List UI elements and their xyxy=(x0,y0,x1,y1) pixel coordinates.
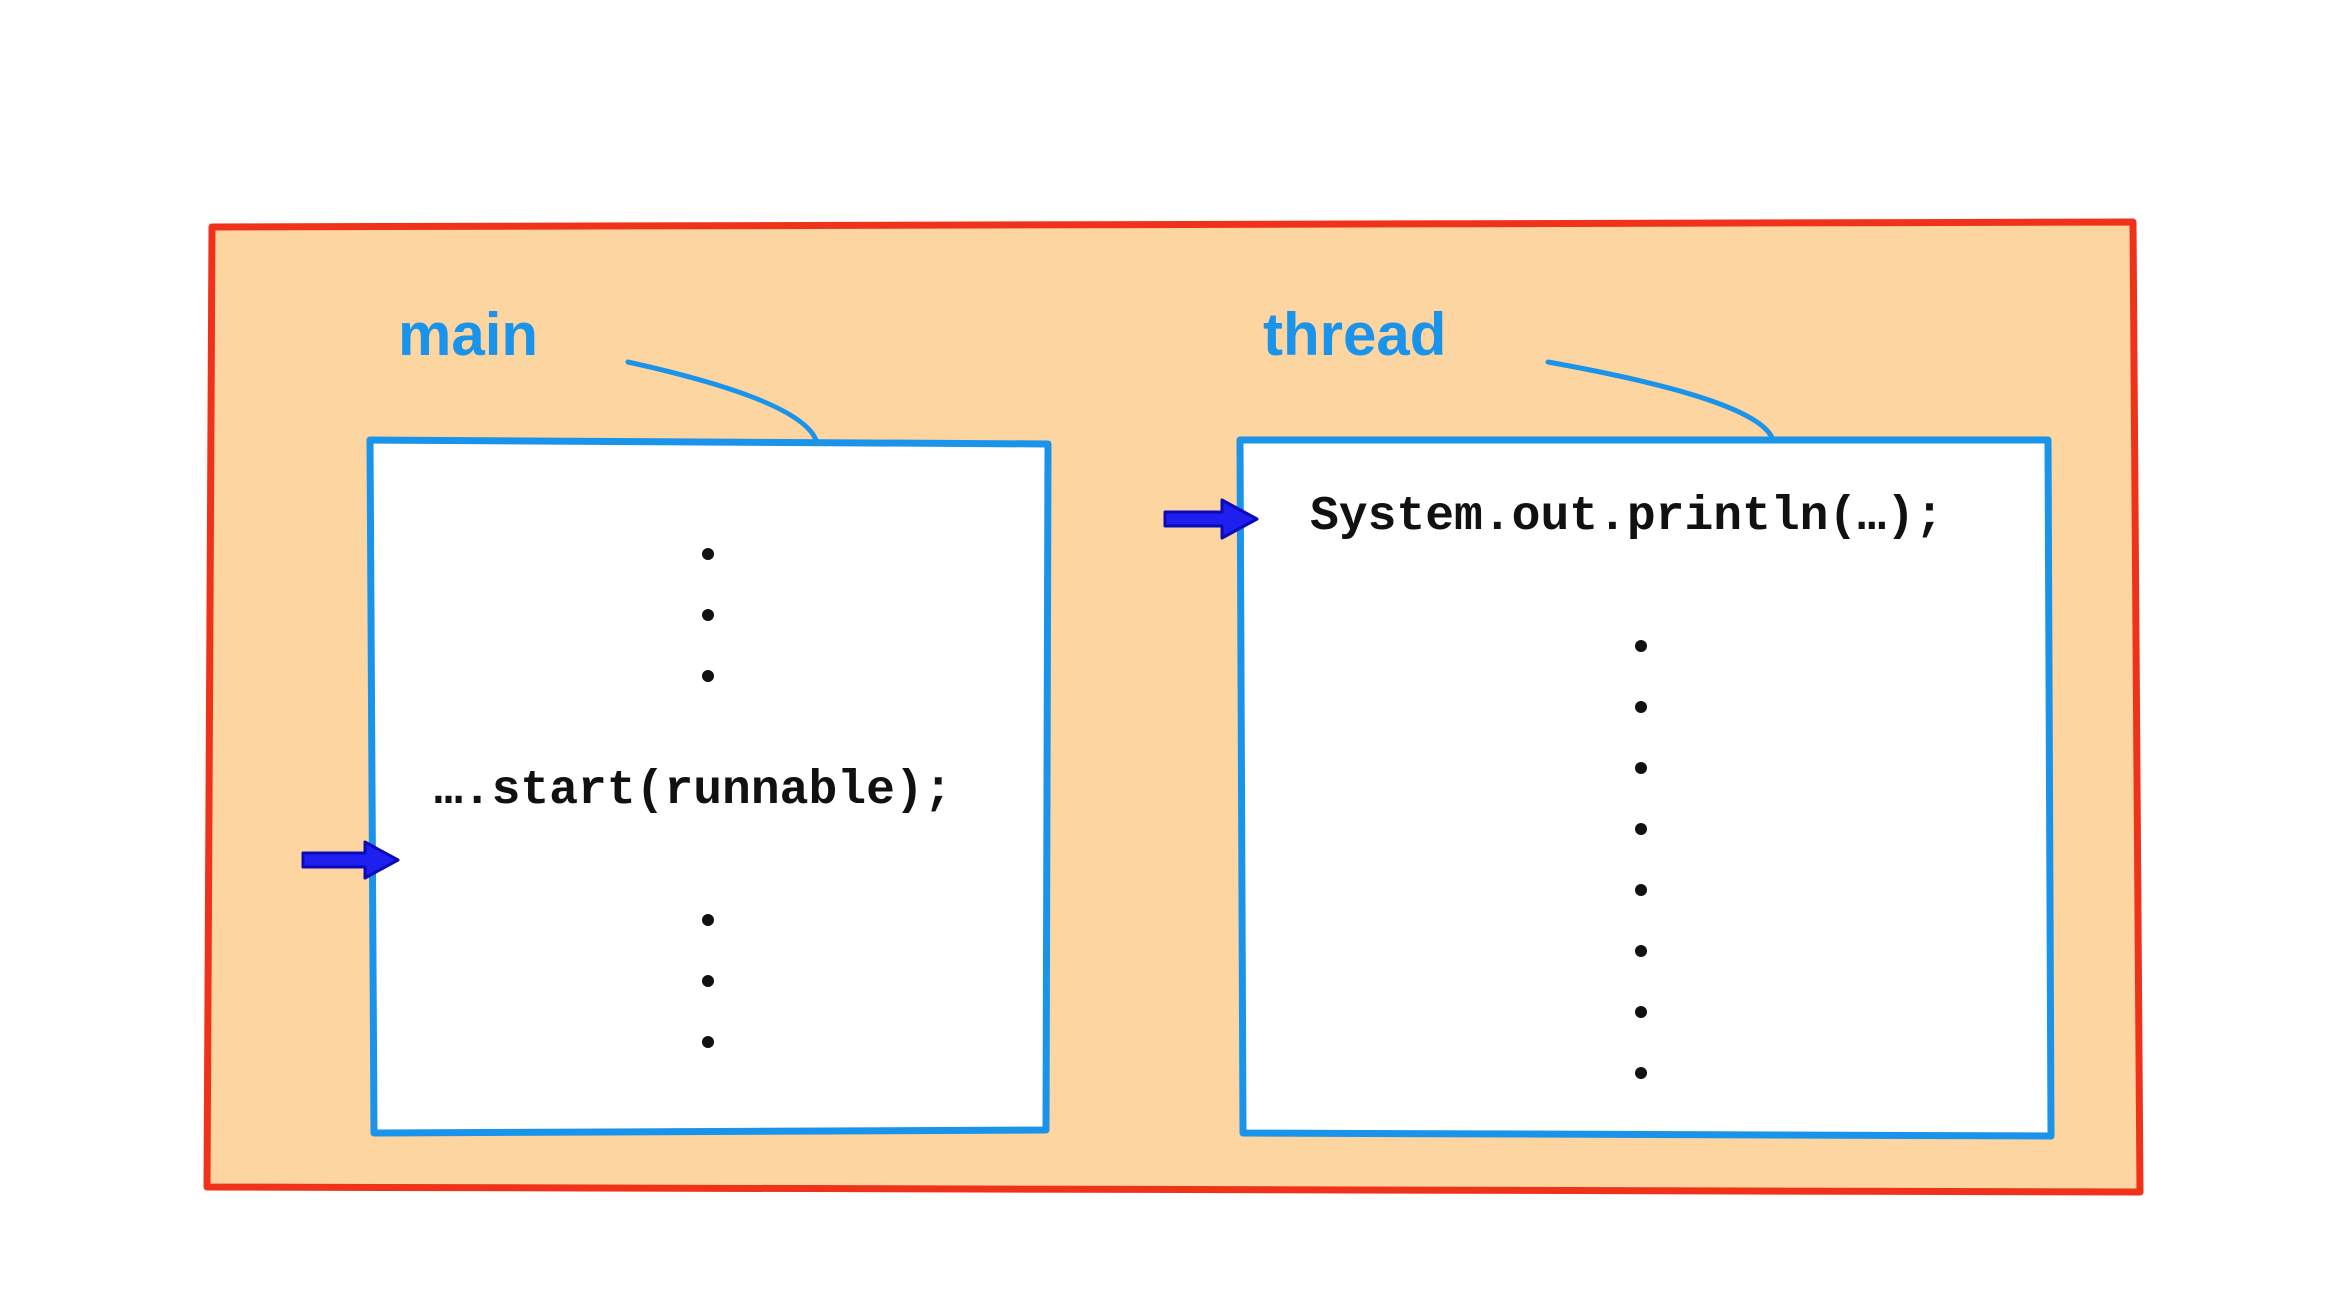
main-thread-label: main xyxy=(398,301,539,368)
ellipsis-dot xyxy=(1635,762,1647,774)
ellipsis-dot xyxy=(1635,1006,1647,1018)
pointer-arrow-icon xyxy=(301,840,400,880)
main-label-connector xyxy=(625,359,819,443)
ellipsis-dot xyxy=(1635,945,1647,957)
ellipsis-dot xyxy=(702,914,714,926)
main-code-line: ….start(runnable); xyxy=(434,764,953,818)
ellipsis-dot xyxy=(702,609,714,621)
thread-code-line: System.out.println(…); xyxy=(1310,490,1944,544)
ellipsis-dot xyxy=(702,548,714,560)
thread-label-connector xyxy=(1545,359,1776,443)
second-thread-label: thread xyxy=(1263,301,1447,368)
pointer-arrow-icon xyxy=(1163,498,1259,540)
second-thread-box xyxy=(1236,436,2055,1140)
ellipsis-dot xyxy=(1635,823,1647,835)
ellipsis-dot xyxy=(702,670,714,682)
ellipsis-dot xyxy=(1635,640,1647,652)
ellipsis-dot xyxy=(1635,1067,1647,1079)
main-thread-box xyxy=(366,436,1052,1137)
ellipsis-dot xyxy=(1635,884,1647,896)
ellipsis-dot xyxy=(702,1036,714,1048)
ellipsis-dot xyxy=(1635,701,1647,713)
ellipsis-dot xyxy=(702,975,714,987)
